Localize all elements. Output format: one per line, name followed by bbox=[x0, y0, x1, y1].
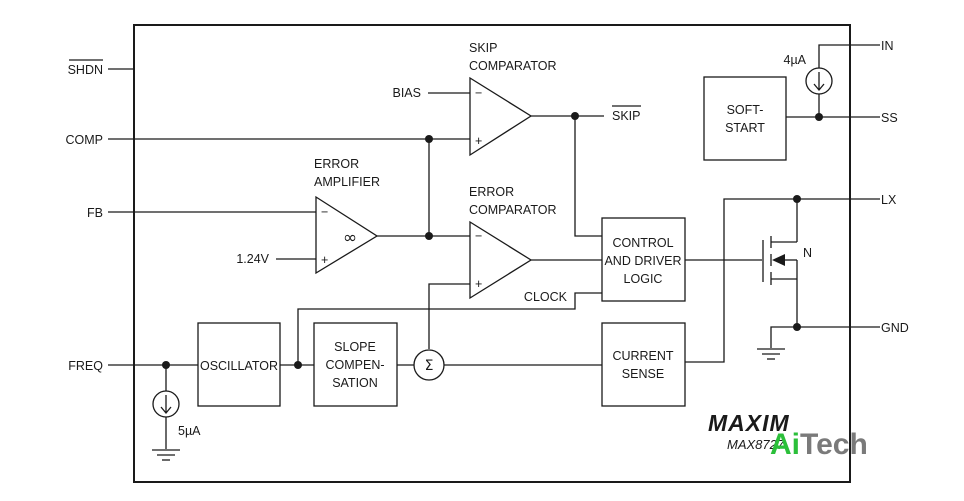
svg-text:ERROR: ERROR bbox=[314, 157, 359, 171]
minus-sign: − bbox=[321, 205, 328, 219]
skip-output-label: SKIP bbox=[612, 109, 641, 123]
pin-label-shdn: SHDN bbox=[68, 63, 103, 77]
freq-current-label: 5µA bbox=[178, 424, 201, 438]
sigma-symbol: Σ bbox=[425, 358, 434, 374]
slope-compensation-block bbox=[313, 322, 398, 407]
plus-sign: + bbox=[475, 134, 482, 148]
ground-symbol bbox=[757, 348, 785, 360]
error-amplifier: − + ∞ bbox=[315, 195, 379, 275]
junction-dot bbox=[425, 232, 433, 240]
summing-node bbox=[413, 349, 445, 381]
pin-label-ss: SS bbox=[881, 111, 898, 125]
svg-text:SOFT-: SOFT- bbox=[727, 103, 764, 117]
pin-label-fb: FB bbox=[87, 206, 103, 220]
reference-voltage-label: 1.24V bbox=[236, 252, 269, 266]
pin-label-in: IN bbox=[881, 39, 894, 53]
clock-label: CLOCK bbox=[524, 290, 568, 304]
gnd-ground-wire bbox=[770, 326, 797, 348]
minus-sign: − bbox=[475, 86, 482, 100]
sense-to-lx-wire bbox=[685, 198, 880, 363]
junction-dot bbox=[793, 195, 801, 203]
minus-sign: − bbox=[475, 229, 482, 243]
error-comparator: − + bbox=[469, 220, 533, 300]
svg-text:SENSE: SENSE bbox=[622, 367, 664, 381]
svg-text:SATION: SATION bbox=[332, 376, 378, 390]
junction-dot bbox=[294, 361, 302, 369]
infinity-symbol: ∞ bbox=[343, 228, 357, 248]
svg-text:AMPLIFIER: AMPLIFIER bbox=[314, 175, 380, 189]
svg-text:CONTROL: CONTROL bbox=[612, 236, 673, 250]
plus-sign: + bbox=[321, 253, 328, 267]
junction-dot bbox=[162, 361, 170, 369]
svg-text:COMPARATOR: COMPARATOR bbox=[469, 59, 557, 73]
svg-text:SKIP: SKIP bbox=[469, 41, 498, 55]
skip-comparator-title: SKIP COMPARATOR bbox=[469, 41, 557, 73]
chip-outline bbox=[133, 24, 851, 483]
part-number: MAX8727 bbox=[727, 437, 785, 452]
mosfet-type-label: N bbox=[803, 246, 812, 260]
skip-to-control-wire bbox=[574, 116, 602, 237]
soft-start-block bbox=[703, 76, 787, 161]
pin-label-comp: COMP bbox=[66, 133, 104, 147]
oscillator-block bbox=[197, 322, 281, 407]
softstart-current-source bbox=[805, 67, 833, 95]
svg-text:CURRENT: CURRENT bbox=[612, 349, 673, 363]
slope-compensation-label: SLOPE COMPEN- SATION bbox=[325, 340, 384, 390]
current-sense-block bbox=[601, 322, 686, 407]
junction-dot bbox=[425, 135, 433, 143]
junction-dot bbox=[793, 323, 801, 331]
control-driver-block bbox=[601, 217, 686, 302]
oscillator-label: OSCILLATOR bbox=[200, 359, 278, 373]
watermark: AiTech bbox=[770, 428, 868, 461]
sigma-feedback-wire bbox=[428, 283, 470, 349]
pin-label-lx: LX bbox=[881, 193, 897, 207]
pin-label-gnd: GND bbox=[881, 321, 909, 335]
svg-text:COMPEN-: COMPEN- bbox=[325, 358, 384, 372]
freq-current-source bbox=[152, 390, 180, 418]
svg-text:ERROR: ERROR bbox=[469, 185, 514, 199]
svg-text:SLOPE: SLOPE bbox=[334, 340, 376, 354]
svg-text:LOGIC: LOGIC bbox=[624, 272, 663, 286]
clock-wire bbox=[297, 292, 602, 365]
error-comparator-title: ERROR COMPARATOR bbox=[469, 185, 557, 217]
svg-text:START: START bbox=[725, 121, 765, 135]
softstart-current-label: 4µA bbox=[784, 53, 807, 67]
soft-start-label: SOFT- START bbox=[725, 103, 765, 135]
svg-text:AND DRIVER: AND DRIVER bbox=[604, 254, 681, 268]
svg-text:COMPARATOR: COMPARATOR bbox=[469, 203, 557, 217]
error-amplifier-title: ERROR AMPLIFIER bbox=[314, 157, 380, 189]
pin-label-freq: FREQ bbox=[68, 359, 103, 373]
bias-label: BIAS bbox=[393, 86, 422, 100]
ground-symbol bbox=[152, 449, 180, 461]
control-driver-label: CONTROL AND DRIVER LOGIC bbox=[604, 236, 681, 286]
n-mosfet bbox=[762, 199, 798, 327]
in-wire bbox=[818, 44, 880, 68]
junction-dot bbox=[571, 112, 579, 120]
maxim-logo: MAXIM bbox=[708, 410, 790, 436]
junction-dot bbox=[815, 113, 823, 121]
plus-sign: + bbox=[475, 277, 482, 291]
skip-comparator: − + bbox=[469, 76, 533, 157]
current-sense-label: CURRENT SENSE bbox=[612, 349, 673, 381]
